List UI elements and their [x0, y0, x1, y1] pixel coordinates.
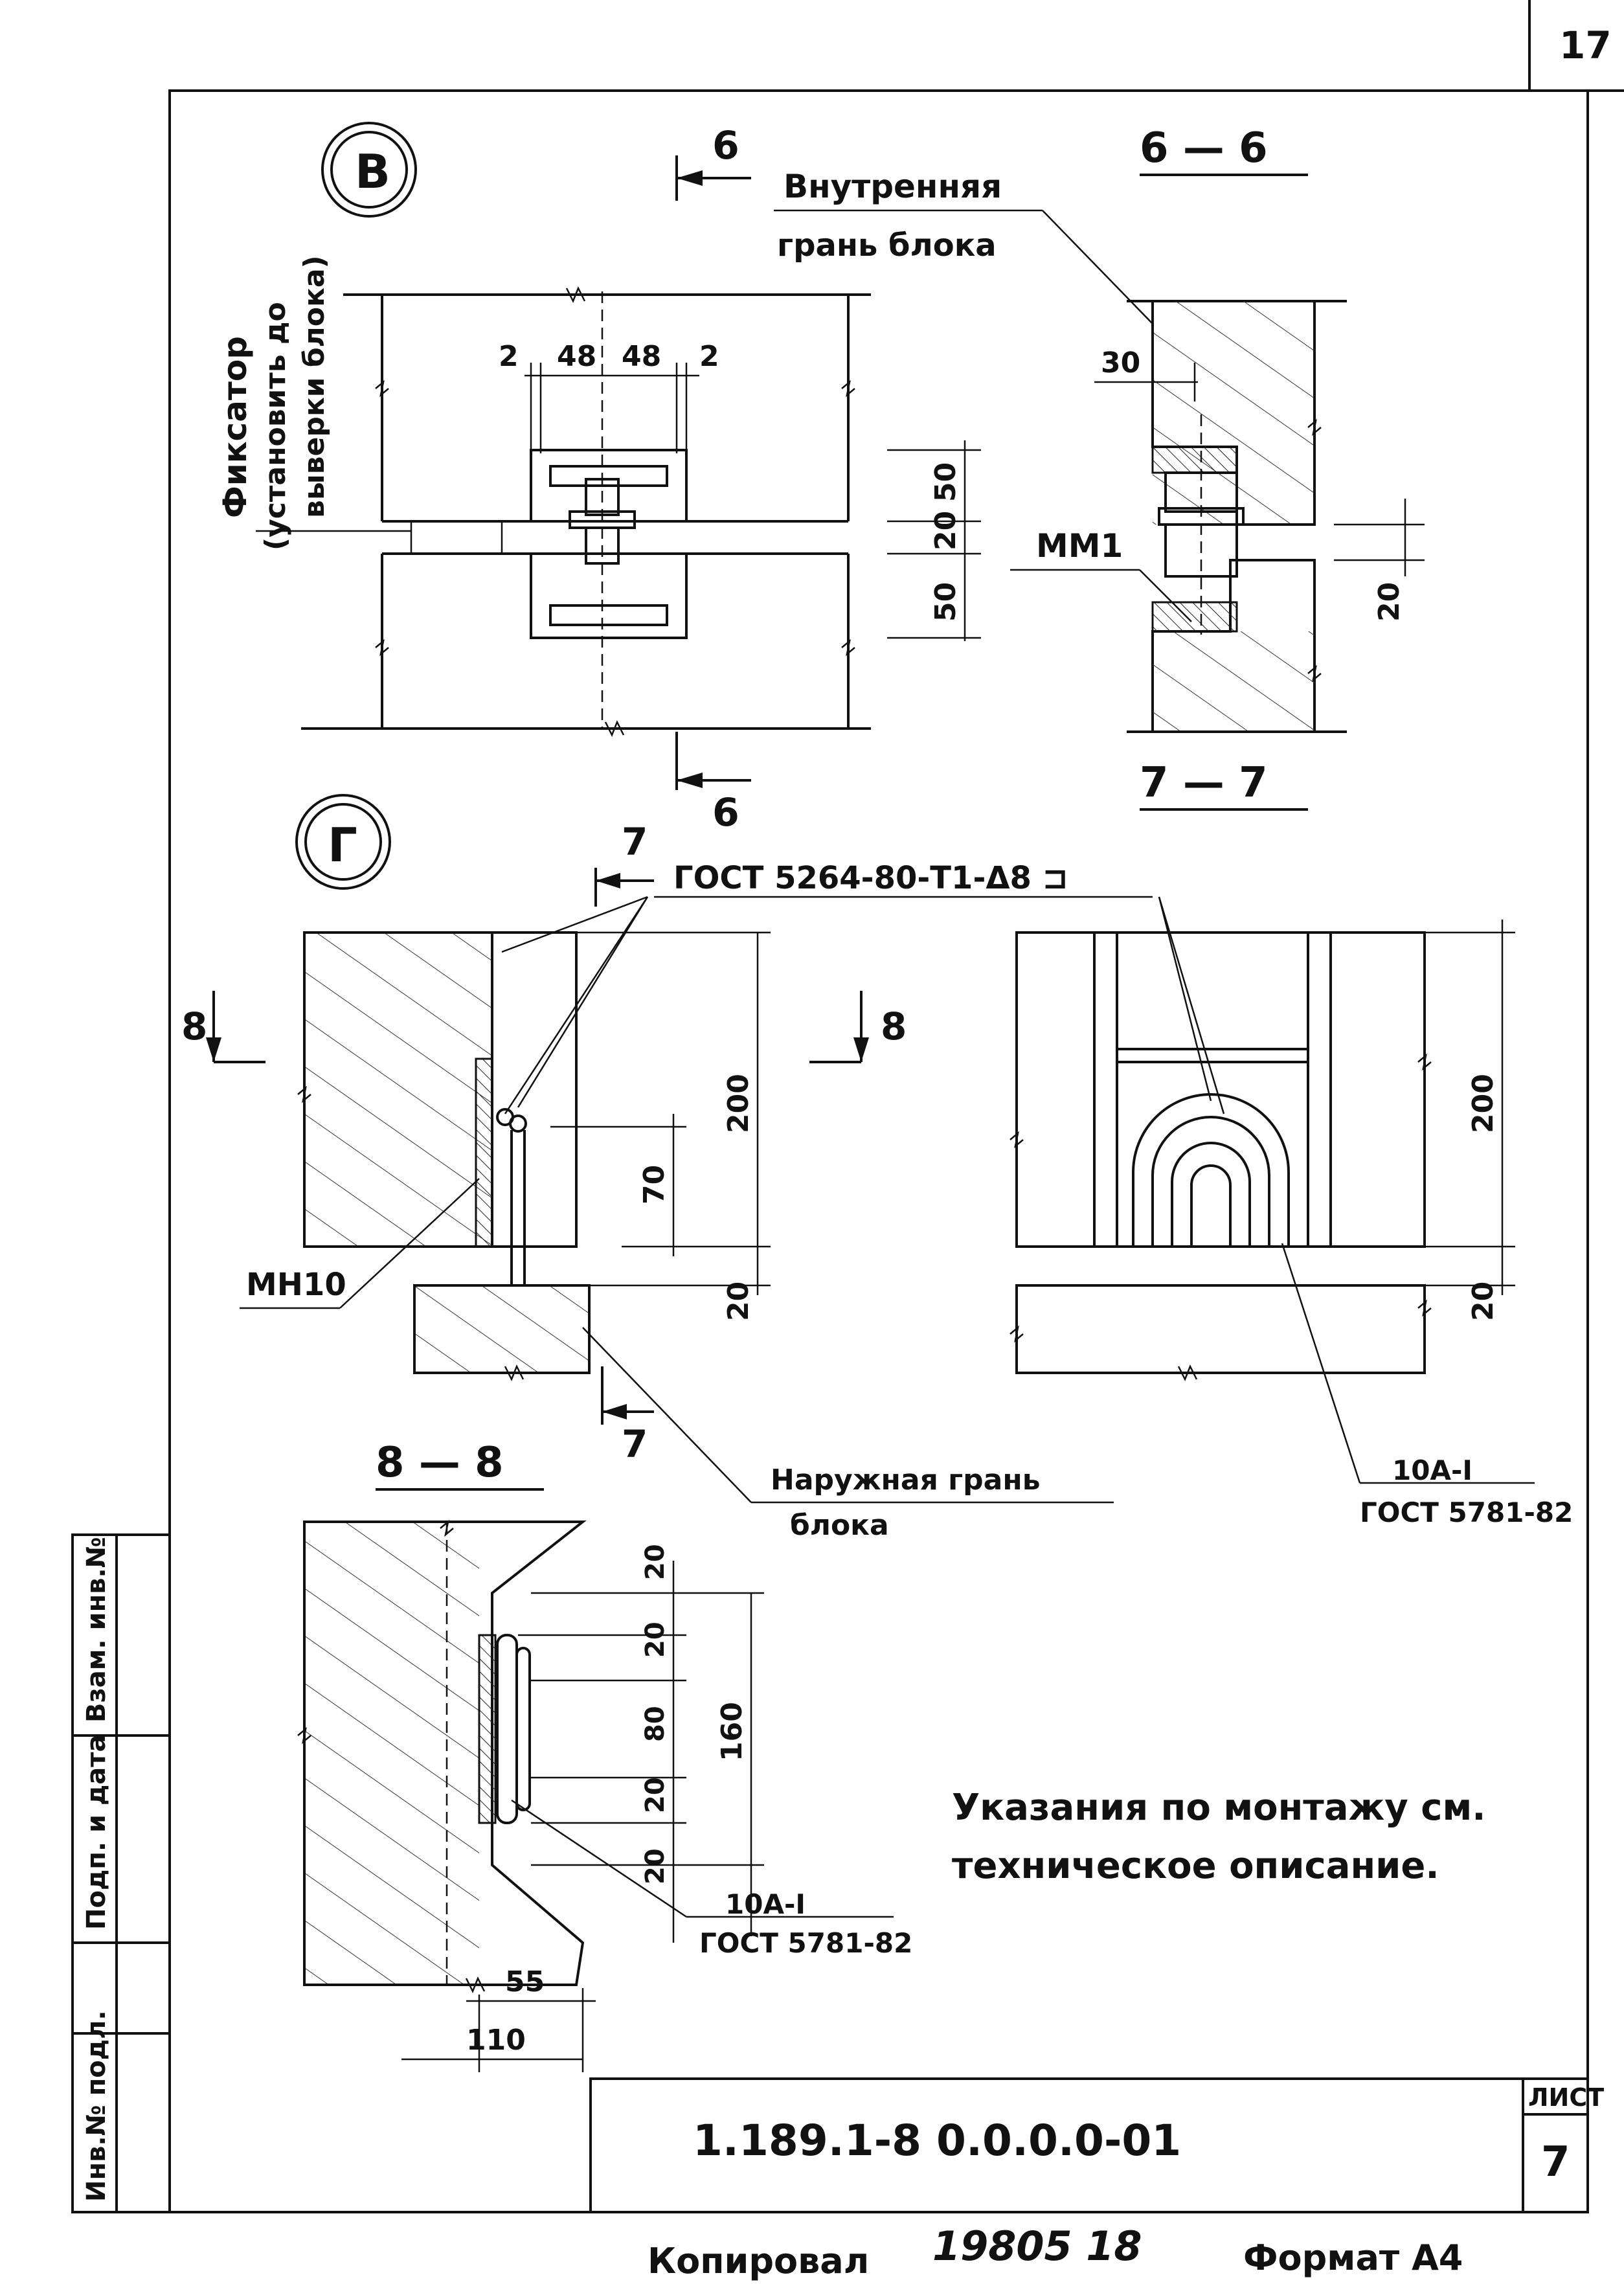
- dim-right-50-bottom: 50: [929, 582, 962, 622]
- dim-top-48-right: 48: [622, 340, 661, 373]
- stamp-inv-podl: Инв.№ подл.: [82, 2010, 111, 2202]
- dim-70-g: 70: [638, 1165, 671, 1204]
- part-mn10-label: МН10: [246, 1267, 346, 1303]
- rebar-label-8-8: 10А-I: [725, 1888, 806, 1920]
- note-line-2: техническое описание.: [952, 1845, 1439, 1887]
- dim-top-2-left: 2: [499, 340, 519, 373]
- dim-200-g: 200: [722, 1074, 755, 1133]
- section-7-7-title: 7 — 7: [1140, 759, 1268, 807]
- weld-gost-label: ГОСТ 5264-80-Т1-Δ8 ⊐: [673, 860, 1068, 896]
- section-7-7-drawing: 7 — 7 200 20 10А-I ГОСТ 5781-82: [1009, 759, 1573, 1528]
- outer-face-label-2: блока: [790, 1509, 889, 1542]
- fixator-note-1: (установить до: [259, 302, 292, 550]
- dim-30: 30: [1101, 346, 1140, 379]
- rebar-gost-8-8: ГОСТ 5781-82: [699, 1927, 912, 1959]
- format-label: Формат А4: [1243, 2237, 1463, 2278]
- section-8-8-drawing: 8 — 8 20 20 80 20 20 160 10А-I ГОСТ 5781…: [297, 1439, 912, 2072]
- page-number: 17: [1559, 23, 1612, 67]
- section-mark-6-top: 6: [712, 123, 739, 168]
- note-line-1: Указания по монтажу см.: [952, 1787, 1486, 1829]
- dim-55: 55: [505, 1965, 545, 1998]
- dim-right-20: 20: [929, 511, 962, 550]
- outer-face-label-1: Наружная грань: [771, 1464, 1041, 1497]
- node-v-marker: В: [355, 144, 390, 199]
- dim-110: 110: [466, 2024, 526, 2057]
- section-mark-7-top: 7: [622, 820, 648, 864]
- section-mark-8-right: 8: [881, 1004, 907, 1048]
- node-v-drawing: В Фиксатор (установить до выверки блока): [216, 122, 1153, 835]
- dim-20-6-6: 20: [1373, 582, 1406, 622]
- dim-top-48-left: 48: [557, 340, 596, 373]
- copy-number: 19805 18: [932, 2222, 1142, 2270]
- inner-face-label-2: грань блока: [777, 227, 997, 264]
- dim-top-2-right: 2: [699, 340, 719, 373]
- list-label: ЛИСТ: [1528, 2083, 1604, 2112]
- dim-8-8-20b: 20: [640, 1622, 670, 1658]
- node-g-drawing: Г 7 ГОСТ 5264-80-Т1-Δ8 ⊐ 200 20: [181, 794, 1153, 1542]
- section-mark-6-bottom: 6: [712, 790, 739, 835]
- section-mark-7-bottom: 7: [622, 1422, 648, 1466]
- dim-20-7-7: 20: [1467, 1282, 1500, 1321]
- inner-face-label-1: Внутренняя: [784, 168, 1002, 205]
- node-g-marker: Г: [328, 818, 357, 872]
- rebar-gost-7-7: ГОСТ 5781-82: [1360, 1497, 1573, 1528]
- stamp-podp-data: Подп. и дата: [82, 1735, 111, 1930]
- part-mm1-label: ММ1: [1036, 527, 1123, 565]
- section-mark-8-left: 8: [181, 1004, 207, 1048]
- dim-8-8-20c: 20: [640, 1777, 670, 1813]
- fixator-label: Фиксатор: [216, 336, 254, 518]
- section-8-8-title: 8 — 8: [376, 1439, 504, 1487]
- list-number: 7: [1541, 2138, 1570, 2186]
- title-block: ЛИСТ 7 1.189.1-8 0.0.0.0-01: [589, 2077, 1604, 2213]
- dim-right-50-top: 50: [929, 462, 962, 502]
- section-6-6-drawing: 6 — 6 30 ММ1 20: [1010, 124, 1425, 733]
- section-6-6-title: 6 — 6: [1140, 124, 1268, 172]
- copied-label: Копировал: [648, 2241, 869, 2281]
- dim-8-8-20d: 20: [640, 1848, 670, 1884]
- stamp-vzam-inv: Взам. инв.№: [82, 1537, 111, 1723]
- dim-200-7-7: 200: [1467, 1074, 1500, 1133]
- dim-8-8-80: 80: [640, 1706, 670, 1742]
- dim-8-8-160: 160: [716, 1702, 749, 1761]
- dim-20-g: 20: [722, 1282, 755, 1321]
- dim-8-8-20a: 20: [640, 1544, 670, 1580]
- fixator-note-2: выверки блока): [298, 255, 331, 518]
- side-stamp: Взам. инв.№ Подп. и дата Инв.№ подл.: [71, 1533, 171, 2213]
- rebar-label-7-7: 10А-I: [1392, 1454, 1472, 1486]
- document-code: 1.189.1-8 0.0.0.0-01: [693, 2116, 1181, 2165]
